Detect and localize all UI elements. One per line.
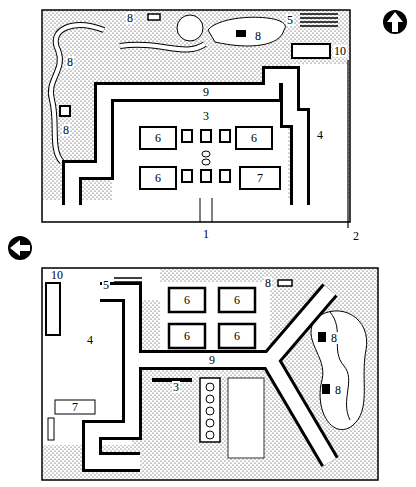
callout-number: 7 <box>256 172 264 184</box>
callout-number: 9 <box>202 86 210 98</box>
bottom-plan-part <box>48 418 54 440</box>
callout-number: 6 <box>233 294 241 306</box>
bottom-plan-part <box>160 282 270 352</box>
callout-number: 6 <box>183 330 191 342</box>
callout-number: 8 <box>330 332 338 344</box>
top-plan-part <box>212 198 213 222</box>
bottom-plan-part <box>330 312 350 420</box>
bottom-plan-part <box>200 378 220 442</box>
north-arrow <box>8 236 32 260</box>
north-arrow <box>383 10 407 34</box>
top-plan-part <box>220 130 230 142</box>
callout-number: 1 <box>202 228 210 240</box>
top-plan-part <box>42 10 350 222</box>
callout-number: 5 <box>286 14 294 26</box>
bottom-plan-part <box>322 384 330 394</box>
top-plan-part <box>202 159 210 165</box>
callout-number: 6 <box>233 330 241 342</box>
callout-number: 8 <box>264 277 272 289</box>
top-plan-part <box>240 167 280 189</box>
bottom-plan-part <box>206 407 214 415</box>
callout-number: 6 <box>154 172 162 184</box>
top-plan-part <box>182 130 192 142</box>
top-plan-part <box>177 15 203 41</box>
callout-number: 8 <box>126 12 134 24</box>
callout-number: 6 <box>183 294 191 306</box>
bottom-plan-part <box>169 324 205 348</box>
bottom-plan-part <box>278 280 292 286</box>
callout-number: 8 <box>334 384 342 396</box>
top-plan-part <box>300 17 338 19</box>
callout-number: 10 <box>50 269 64 281</box>
bottom-plan-part <box>169 288 205 312</box>
bottom-plan-part <box>206 395 214 403</box>
north-arrow-part <box>10 240 30 256</box>
top-plan-part <box>72 76 300 205</box>
top-plan-part <box>201 170 211 182</box>
top-plan-part <box>120 44 205 49</box>
callout-number: 2 <box>352 230 360 242</box>
top-plan-part <box>292 44 330 58</box>
top-plan-part <box>182 170 192 182</box>
top-plan-part <box>347 60 348 228</box>
bottom-plan <box>42 268 378 480</box>
bottom-plan-part <box>311 311 367 430</box>
top-plan-part <box>236 30 246 37</box>
callout-number: 5 <box>102 279 110 291</box>
callout-number: 3 <box>202 110 210 122</box>
top-plan-part <box>300 25 338 27</box>
callout-number: 10 <box>333 45 347 57</box>
top-plan <box>42 10 350 228</box>
bottom-plan-part <box>219 288 255 312</box>
callout-number: 8 <box>66 56 74 68</box>
top-plan-part <box>201 130 211 142</box>
bottom-plan-part <box>55 400 95 414</box>
north-arrow-part <box>8 236 32 260</box>
bottom-plan-part <box>206 431 214 439</box>
callout-number: 7 <box>71 401 79 413</box>
bottom-plan-part <box>42 268 378 480</box>
bottom-plan-part <box>206 419 214 427</box>
bottom-plan-part <box>318 332 326 342</box>
top-plan-part <box>60 106 70 116</box>
top-plan-part <box>208 17 285 46</box>
top-plan-part <box>202 151 210 157</box>
callout-number: 8 <box>254 30 262 42</box>
bottom-plan-part <box>219 324 255 348</box>
top-plan-part <box>72 76 300 205</box>
bottom-plan-part <box>228 378 264 458</box>
top-plan-part <box>120 44 205 49</box>
callout-number: 8 <box>62 124 70 136</box>
top-plan-part <box>220 170 230 182</box>
north-arrow-part <box>383 10 407 34</box>
top-plan-part <box>148 14 160 20</box>
callout-number: 6 <box>154 132 162 144</box>
top-plan-part <box>112 100 288 200</box>
callout-number: 4 <box>316 129 324 141</box>
top-plan-part <box>140 167 176 189</box>
top-plan-part <box>140 127 176 149</box>
bottom-plan-part <box>114 277 142 279</box>
bottom-plan-part <box>206 383 214 391</box>
bottom-plan-part <box>46 283 60 335</box>
top-plan-part <box>300 13 338 15</box>
callout-number: 4 <box>86 334 94 346</box>
bottom-plan-part <box>92 290 330 462</box>
callout-number: 9 <box>208 354 216 366</box>
callout-number: 6 <box>250 132 258 144</box>
north-arrow-part <box>387 12 403 32</box>
top-plan-part <box>236 127 272 149</box>
callout-number: 3 <box>172 381 180 393</box>
top-plan-part <box>200 198 201 222</box>
bottom-plan-part <box>92 290 330 462</box>
top-plan-part <box>300 21 338 23</box>
